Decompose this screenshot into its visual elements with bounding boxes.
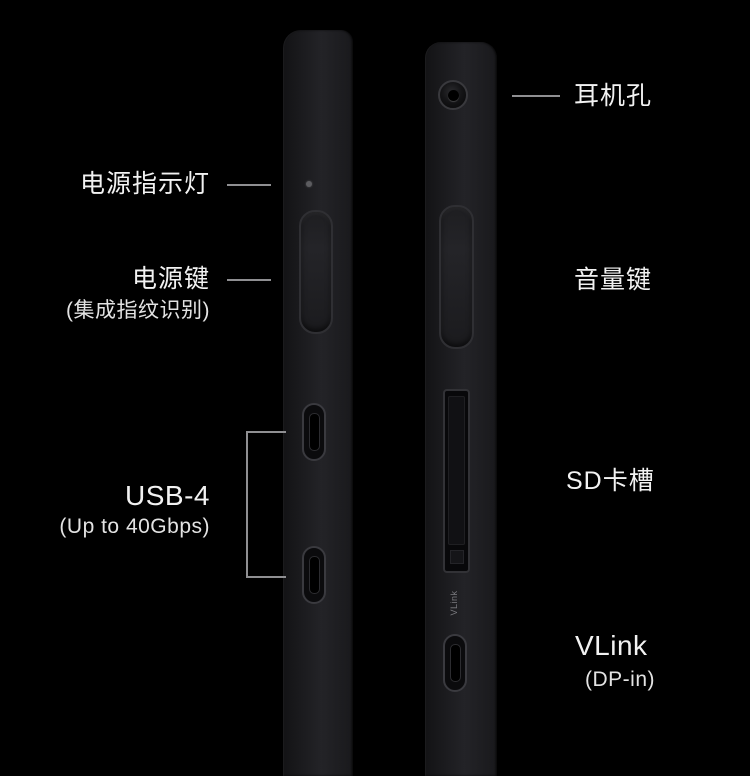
headphone-jack-hole [447,89,459,101]
label-vlink: VLink [575,630,648,661]
sd-card-slot-clip [450,550,464,564]
headphone-jack [438,80,468,110]
bracket-usb4-top [246,431,286,433]
vlink-engraving: VLink [449,590,459,616]
label-volume-button: 音量键 [574,266,653,294]
label-usb4-note: (Up to 40Gbps) [59,515,210,538]
label-power-button: 电源键 [131,265,210,293]
label-usb4: USB-4 [125,480,210,511]
sd-card-slot [443,389,470,573]
sd-card-slot-inner [448,396,465,545]
vlink-port [443,634,467,692]
power-button [299,210,333,334]
volume-button [439,205,474,349]
line-power-button [227,279,271,281]
power-indicator-led [306,181,312,187]
usb-c-port-2 [302,546,326,604]
label-sd-slot: SD卡槽 [566,467,655,495]
label-power-button-note: (集成指纹识别) [66,299,210,322]
bracket-usb4-vertical [246,431,248,578]
label-power-indicator: 电源指示灯 [79,170,210,198]
bracket-usb4-bottom [246,576,286,578]
usb-c-port-1 [302,403,326,461]
usb-c-tongue [308,556,320,594]
line-headphone-jack [512,95,560,97]
line-power-indicator [227,184,271,186]
usb-c-tongue [308,413,320,451]
usb-c-tongue [449,644,461,682]
label-headphone-jack: 耳机孔 [574,82,653,110]
label-vlink-note: (DP-in) [585,668,655,691]
